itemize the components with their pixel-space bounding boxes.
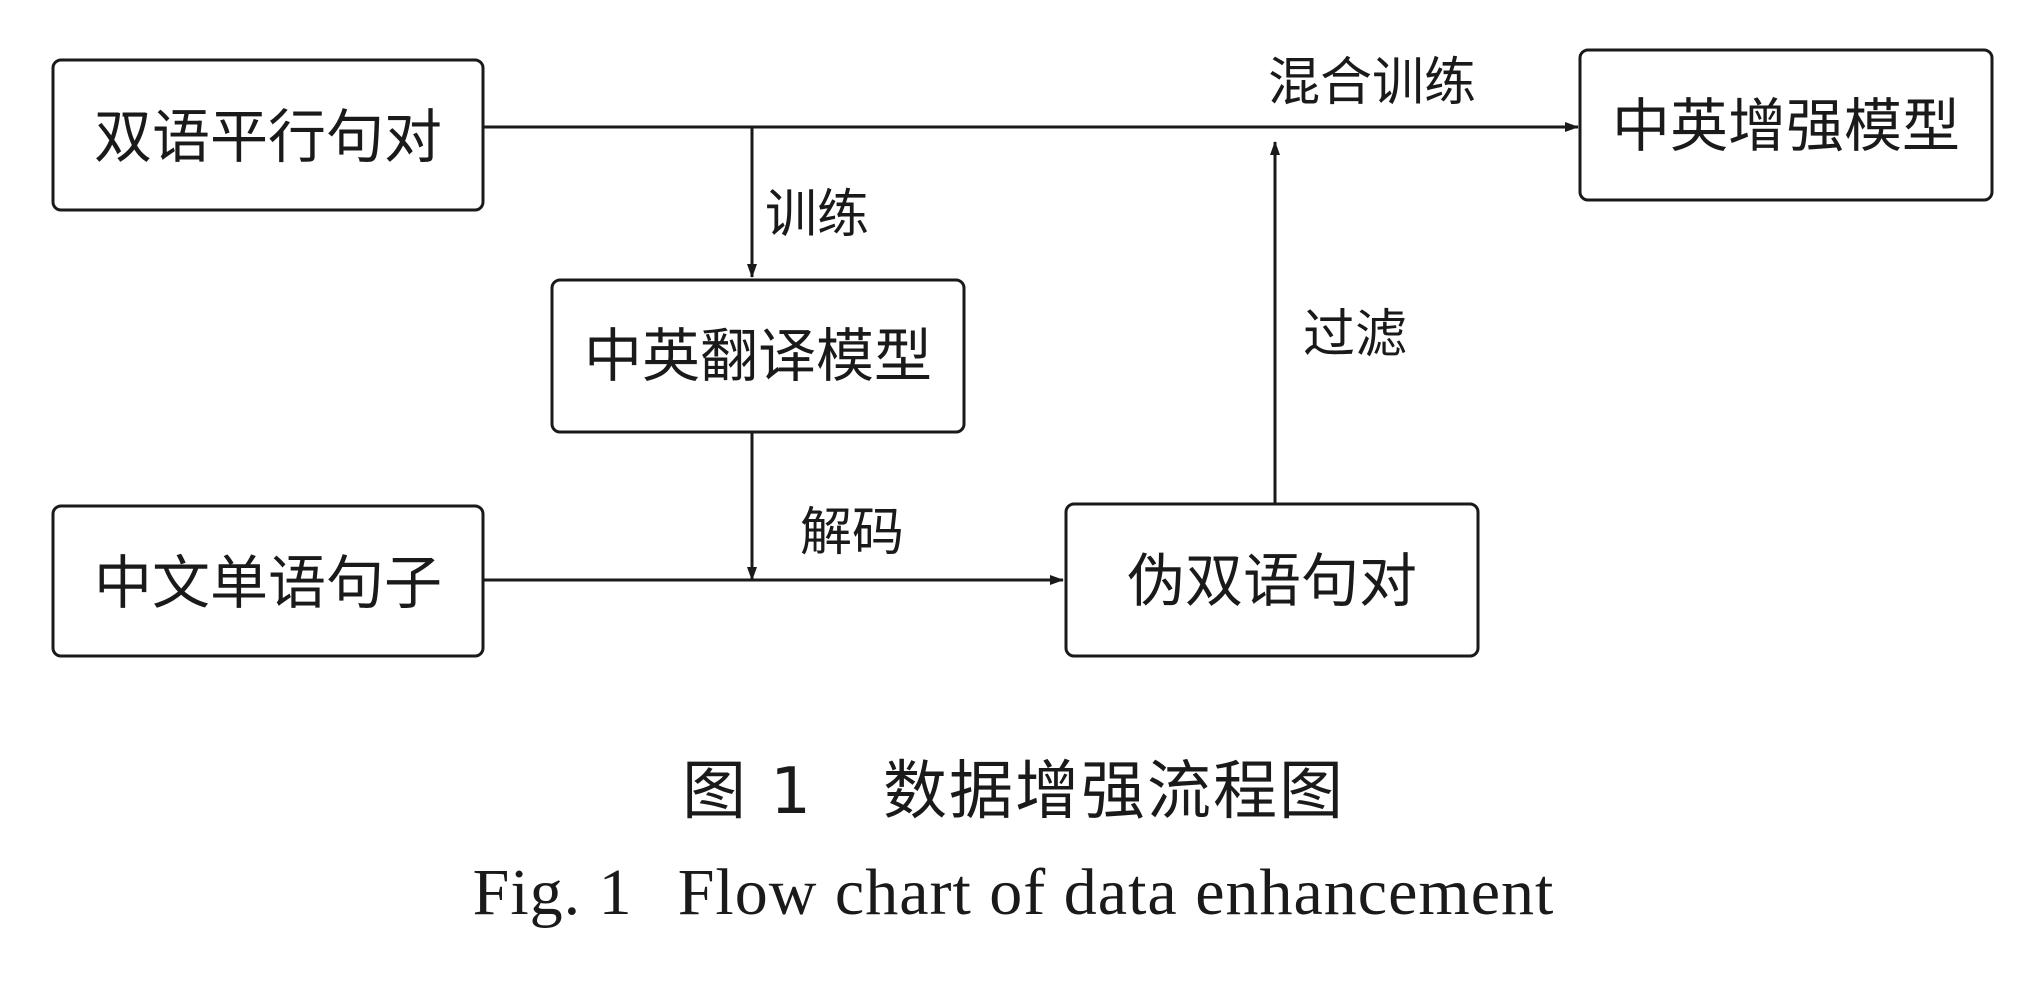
figure-title-zh: 数据增强流程图 bbox=[883, 755, 1346, 829]
node-bilingual-pairs-label: 双语平行句对 bbox=[94, 103, 442, 171]
edge-label-train: 训练 bbox=[765, 185, 869, 245]
edge-label-filter: 过滤 bbox=[1303, 305, 1407, 365]
node-zh-en-translation-model-label: 中英翻译模型 bbox=[584, 322, 932, 390]
node-pseudo-bilingual-pairs-label: 伪双语句对 bbox=[1127, 547, 1417, 615]
figure-caption-zh: 图 1 数据增强流程图 bbox=[0, 740, 2027, 832]
figure-title-en: Flow chart of data enhancement bbox=[677, 856, 1555, 929]
edge-label-mixed-train: 混合训练 bbox=[1268, 53, 1476, 113]
node-pseudo-bilingual-pairs: 伪双语句对 bbox=[1064, 502, 1480, 658]
node-bilingual-pairs: 双语平行句对 bbox=[51, 58, 485, 212]
node-zh-monolingual-sentences: 中文单语句子 bbox=[51, 504, 485, 658]
node-zh-en-translation-model: 中英翻译模型 bbox=[550, 278, 966, 434]
figure-number-zh: 图 1 bbox=[681, 755, 814, 829]
figure-caption-en: Fig. 1 Flow chart of data enhancement bbox=[0, 855, 2027, 931]
figure-number-en: Fig. 1 bbox=[472, 856, 633, 929]
node-zh-en-enhanced-model: 中英增强模型 bbox=[1578, 48, 1994, 202]
node-zh-monolingual-sentences-label: 中文单语句子 bbox=[94, 549, 442, 617]
node-zh-en-enhanced-model-label: 中英增强模型 bbox=[1612, 92, 1960, 160]
edge-label-decode: 解码 bbox=[800, 503, 904, 563]
